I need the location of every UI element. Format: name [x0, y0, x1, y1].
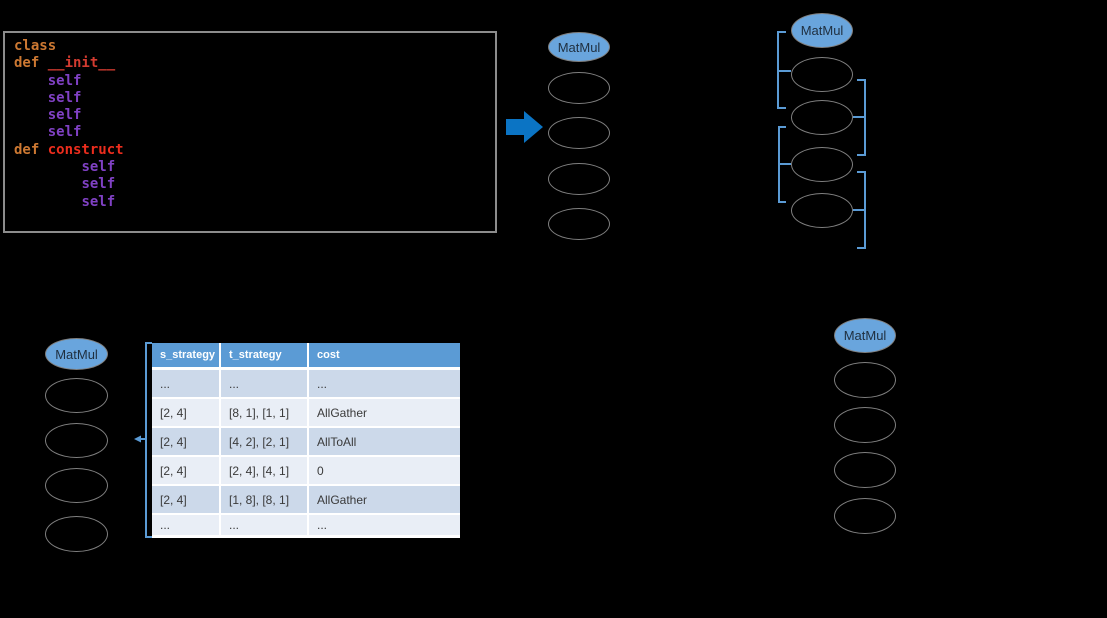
strategy-node: [548, 72, 610, 104]
code-line: self: [14, 159, 495, 176]
code-token-keyword: class: [14, 38, 57, 54]
code-token-self: self: [47, 89, 82, 106]
op-node-matmul: MatMul: [45, 338, 108, 370]
code-token-keyword: def: [14, 141, 48, 158]
transform-arrow-icon: [506, 111, 543, 143]
code-line: self: [14, 176, 495, 193]
code-token-plain: [14, 176, 81, 192]
code-token-self: self: [47, 107, 82, 124]
table-cell: [4, 2], [2, 1]: [220, 427, 309, 456]
code-token-plain: [14, 73, 48, 89]
strategy-node: [791, 57, 853, 92]
table-row: [2, 4][8, 1], [1, 1]AllGather: [152, 398, 460, 427]
table-cell: [2, 4]: [152, 485, 221, 514]
table-link-arrowhead-icon: [134, 435, 141, 443]
strategy-node: [45, 516, 108, 552]
code-line: self: [14, 194, 495, 211]
table-cell: ...: [308, 368, 460, 398]
code-token-method: construct: [47, 141, 124, 158]
table-cell: ...: [308, 514, 460, 537]
strategy-node: [548, 163, 610, 195]
op-node-matmul: MatMul: [834, 318, 896, 353]
op-node-matmul: MatMul: [791, 13, 853, 48]
strategy-node: [791, 100, 853, 135]
table-cell: AllGather: [308, 398, 460, 427]
op-node-label: MatMul: [800, 23, 844, 38]
table-header-cell: s_strategy: [152, 343, 221, 369]
code-line: def construct: [14, 142, 495, 159]
code-token-plain: [14, 159, 81, 175]
table-link-bracket: [137, 342, 152, 538]
edge-cost-bracket: [853, 171, 866, 249]
table-cell: ...: [152, 514, 221, 537]
op-node-matmul: MatMul: [548, 32, 610, 62]
strategy-node: [834, 407, 896, 443]
strategy-node: [834, 362, 896, 398]
table-row: [2, 4][4, 2], [2, 1]AllToAll: [152, 427, 460, 456]
op-node-label: MatMul: [557, 39, 601, 55]
code-token-plain: [14, 124, 48, 140]
code-token-dunder: __init__: [47, 55, 116, 72]
code-token-plain: [14, 90, 48, 106]
table-cell: 0: [308, 456, 460, 485]
strategy-node: [548, 117, 610, 149]
table-cell: [2, 4]: [152, 398, 221, 427]
op-node-label: MatMul: [55, 346, 98, 362]
strategy-node: [791, 193, 853, 228]
op-node-label: MatMul: [843, 328, 887, 343]
table-cell: ...: [220, 368, 309, 398]
strategy-node: [45, 423, 108, 458]
code-line: self: [14, 73, 495, 90]
code-line: class: [14, 38, 495, 55]
table-row: .........: [152, 368, 460, 398]
code-token-plain: [14, 194, 81, 210]
code-token-plain: [14, 107, 48, 123]
code-token-self: self: [81, 159, 116, 176]
table-cell: ...: [152, 368, 221, 398]
code-token-keyword: def: [14, 55, 48, 72]
table-cell: [2, 4]: [152, 456, 221, 485]
strategy-node: [834, 452, 896, 488]
table-row: [2, 4][2, 4], [4, 1]0: [152, 456, 460, 485]
code-line: self: [14, 124, 495, 141]
code-token-self: self: [47, 72, 82, 89]
strategy-node: [791, 147, 853, 182]
table-cell: [2, 4], [4, 1]: [220, 456, 309, 485]
edge-cost-bracket: [777, 31, 791, 109]
table-header-cell: t_strategy: [220, 343, 309, 369]
table-cell: ...: [220, 514, 309, 537]
edge-cost-bracket: [778, 126, 791, 203]
strategy-node: [45, 378, 108, 413]
table-row: [2, 4][1, 8], [8, 1]AllGather: [152, 485, 460, 514]
table-header-cell: cost: [308, 343, 460, 369]
code-token-self: self: [47, 124, 82, 141]
code-line: def __init__: [14, 55, 495, 72]
code-token-self: self: [81, 176, 116, 193]
table-cell: AllGather: [308, 485, 460, 514]
code-line: self: [14, 107, 495, 124]
table-cell: [1, 8], [8, 1]: [220, 485, 309, 514]
strategy-node: [548, 208, 610, 240]
table-cell: [8, 1], [1, 1]: [220, 398, 309, 427]
strategy-node: [834, 498, 896, 534]
table-cell: [2, 4]: [152, 427, 221, 456]
table-cell: AllToAll: [308, 427, 460, 456]
strategy-node: [45, 468, 108, 503]
code-line: self: [14, 90, 495, 107]
table-row: .........: [152, 514, 460, 537]
code-token-self: self: [81, 193, 116, 210]
edge-cost-bracket: [853, 79, 866, 156]
